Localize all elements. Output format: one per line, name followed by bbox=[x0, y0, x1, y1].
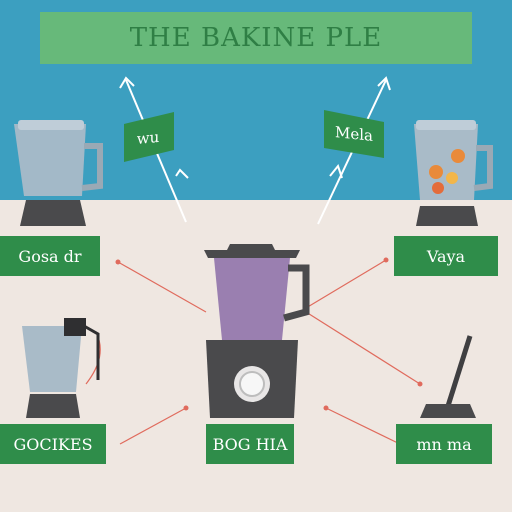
dot-3 bbox=[183, 405, 189, 411]
blender-bottom-left bbox=[22, 318, 100, 418]
arrowhead-upper-left-top bbox=[119, 76, 135, 89]
connector-left-top bbox=[117, 261, 207, 313]
label-upper-right: Mela bbox=[335, 123, 373, 145]
label-bottom-center: BOG HIA bbox=[212, 434, 288, 454]
label-bottom-right-bg bbox=[396, 424, 492, 464]
connector-left-bottom bbox=[119, 407, 187, 445]
label-upper-left: wu bbox=[136, 127, 160, 149]
connector-right-mid bbox=[305, 311, 421, 385]
dot-1 bbox=[115, 259, 121, 265]
pitcher-top-left bbox=[14, 120, 103, 226]
dot-5 bbox=[417, 381, 423, 387]
blender-bottom-right bbox=[420, 335, 476, 418]
connector-right-top bbox=[305, 259, 387, 309]
dot-4 bbox=[323, 405, 329, 411]
label-upper-left-bg bbox=[124, 112, 174, 162]
connector-right-bottom bbox=[325, 407, 405, 447]
pitcher-top-right bbox=[414, 120, 493, 226]
label-top-left: Gosa dr bbox=[18, 246, 82, 266]
label-bottom-center-bg bbox=[206, 424, 294, 464]
label-bottom-left: GOCIKES bbox=[13, 434, 93, 454]
blender-center bbox=[204, 244, 310, 418]
arrowhead-upper-left-bottom bbox=[175, 168, 189, 179]
label-top-left-bg bbox=[0, 236, 100, 276]
label-top-right-bg bbox=[394, 236, 498, 276]
title-banner: THE BAKINE PLE bbox=[129, 23, 383, 53]
label-bottom-left-bg bbox=[0, 424, 106, 464]
label-upper-right-bg bbox=[324, 110, 384, 158]
label-top-right: Vaya bbox=[426, 246, 466, 266]
label-bottom-right: mn ma bbox=[416, 434, 472, 454]
dot-2 bbox=[383, 257, 389, 263]
arrowhead-upper-right-mid bbox=[329, 163, 343, 179]
arrowhead-upper-right-top bbox=[377, 76, 391, 91]
title-banner-bg bbox=[40, 12, 472, 64]
